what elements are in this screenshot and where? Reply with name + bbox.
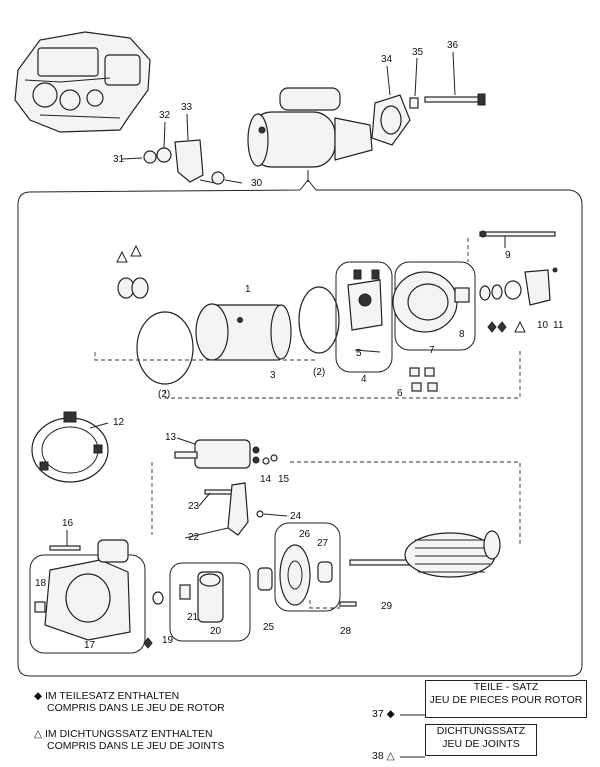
brush-holder-4 xyxy=(335,261,393,373)
shift-lever-22 xyxy=(204,482,264,536)
callout-20: 20 xyxy=(210,626,222,637)
screw-28 xyxy=(339,601,357,607)
callout-6: 6 xyxy=(397,388,403,399)
callout-9: 9 xyxy=(505,250,511,261)
callout-1: 1 xyxy=(245,284,251,295)
end-cover-7 xyxy=(392,261,476,351)
armature-29 xyxy=(349,530,501,578)
exploded-view-frame xyxy=(17,179,583,677)
callout-23: 23 xyxy=(188,501,200,512)
brush-ring-12 xyxy=(31,411,109,483)
bracket-group-31-33 xyxy=(143,139,225,185)
legend-joints: △ IM DICHTUNGSSATZ ENTHALTEN COMPRIS DAN… xyxy=(34,728,224,752)
callout-13: 13 xyxy=(165,432,177,443)
circlip-19 xyxy=(152,591,164,605)
starter-assembled xyxy=(247,87,373,168)
callout-19: 19 xyxy=(162,635,174,646)
callout-15: 15 xyxy=(278,474,290,485)
callout-36: 36 xyxy=(447,40,459,51)
callout-7: 7 xyxy=(429,345,435,356)
callout-8: 8 xyxy=(459,329,465,340)
callout-30: 30 xyxy=(251,178,263,189)
callout-14: 14 xyxy=(260,474,272,485)
kit-joints-ref: 38 △ xyxy=(372,750,395,762)
solenoid-13 xyxy=(174,439,260,469)
diamond-symbol: ◆ xyxy=(34,690,43,702)
callout-17: 17 xyxy=(84,640,96,651)
callout-2-right: (2) xyxy=(313,367,325,378)
callout-33: 33 xyxy=(181,102,193,113)
legend-joints-de: IM DICHTUNGSSATZ ENTHALTEN xyxy=(45,728,213,740)
drive-housing-17 xyxy=(29,539,146,654)
engine-illustration xyxy=(14,31,151,133)
callout-labels: 1 (2) (2) 3 4 5 6 7 8 9 10 11 12 13 14 1… xyxy=(35,40,564,651)
callout-31: 31 xyxy=(113,154,125,165)
through-bolt-9 xyxy=(479,230,556,238)
pinion-group-20 xyxy=(169,562,251,642)
callout-24: 24 xyxy=(290,511,302,522)
seal-rings-top xyxy=(116,244,149,299)
callout-16: 16 xyxy=(62,518,74,529)
legend-rotor: ◆ IM TEILESATZ ENTHALTEN COMPRIS DANS LE… xyxy=(34,690,225,714)
callout-35: 35 xyxy=(412,47,424,58)
callout-4: 4 xyxy=(361,374,367,385)
bush-25 xyxy=(257,567,273,591)
callout-10: 10 xyxy=(537,320,549,331)
callout-11: 11 xyxy=(553,320,564,331)
callout-25: 25 xyxy=(263,622,275,633)
legend-rotor-fr: COMPRIS DANS LE JEU DE ROTOR xyxy=(47,702,225,714)
callout-21: 21 xyxy=(187,612,199,623)
kit-rotor-title: TEILE - SATZ xyxy=(473,681,539,693)
o-ring-right xyxy=(298,286,340,354)
o-ring-left xyxy=(136,311,194,385)
kit-joints-leader xyxy=(400,756,425,758)
callout-34: 34 xyxy=(381,54,393,65)
kit-joints-box: DICHTUNGSSATZ JEU DE JOINTS xyxy=(425,724,537,756)
bearing-group-26 xyxy=(274,522,341,612)
legend-rotor-de: IM TEILESATZ ENTHALTEN xyxy=(45,690,180,702)
leader-lines xyxy=(66,51,506,546)
kit-rotor-leader xyxy=(400,714,425,716)
triangle-symbol: △ xyxy=(34,728,43,740)
callout-32: 32 xyxy=(159,110,171,121)
callout-26: 26 xyxy=(299,529,311,540)
callout-22: 22 xyxy=(188,532,200,543)
callout-5: 5 xyxy=(356,348,362,359)
kit-rotor-subtitle: JEU DE PIECES POUR ROTOR xyxy=(429,694,583,706)
callout-2-left: (2) xyxy=(158,389,170,400)
callout-12: 12 xyxy=(113,417,125,428)
legend-joints-fr: COMPRIS DANS LE JEU DE JOINTS xyxy=(47,740,225,752)
callout-29: 29 xyxy=(381,601,393,612)
kit-joints-subtitle: JEU DE JOINTS xyxy=(442,738,520,750)
callout-3: 3 xyxy=(270,370,276,381)
kit-rotor-ref: 37 ◆ xyxy=(372,708,395,720)
flange-bolt-group xyxy=(371,93,486,146)
brushes-6 xyxy=(409,367,438,392)
callout-18: 18 xyxy=(35,578,47,589)
kit-joints-title: DICHTUNGSSATZ xyxy=(436,725,526,737)
yoke-housing-1 xyxy=(195,303,292,361)
callout-27: 27 xyxy=(317,538,329,549)
washers-end-plate xyxy=(479,267,558,333)
nuts-14-15 xyxy=(262,454,278,465)
kit-rotor-box: TEILE - SATZ JEU DE PIECES POUR ROTOR xyxy=(425,680,587,718)
callout-28: 28 xyxy=(340,626,352,637)
